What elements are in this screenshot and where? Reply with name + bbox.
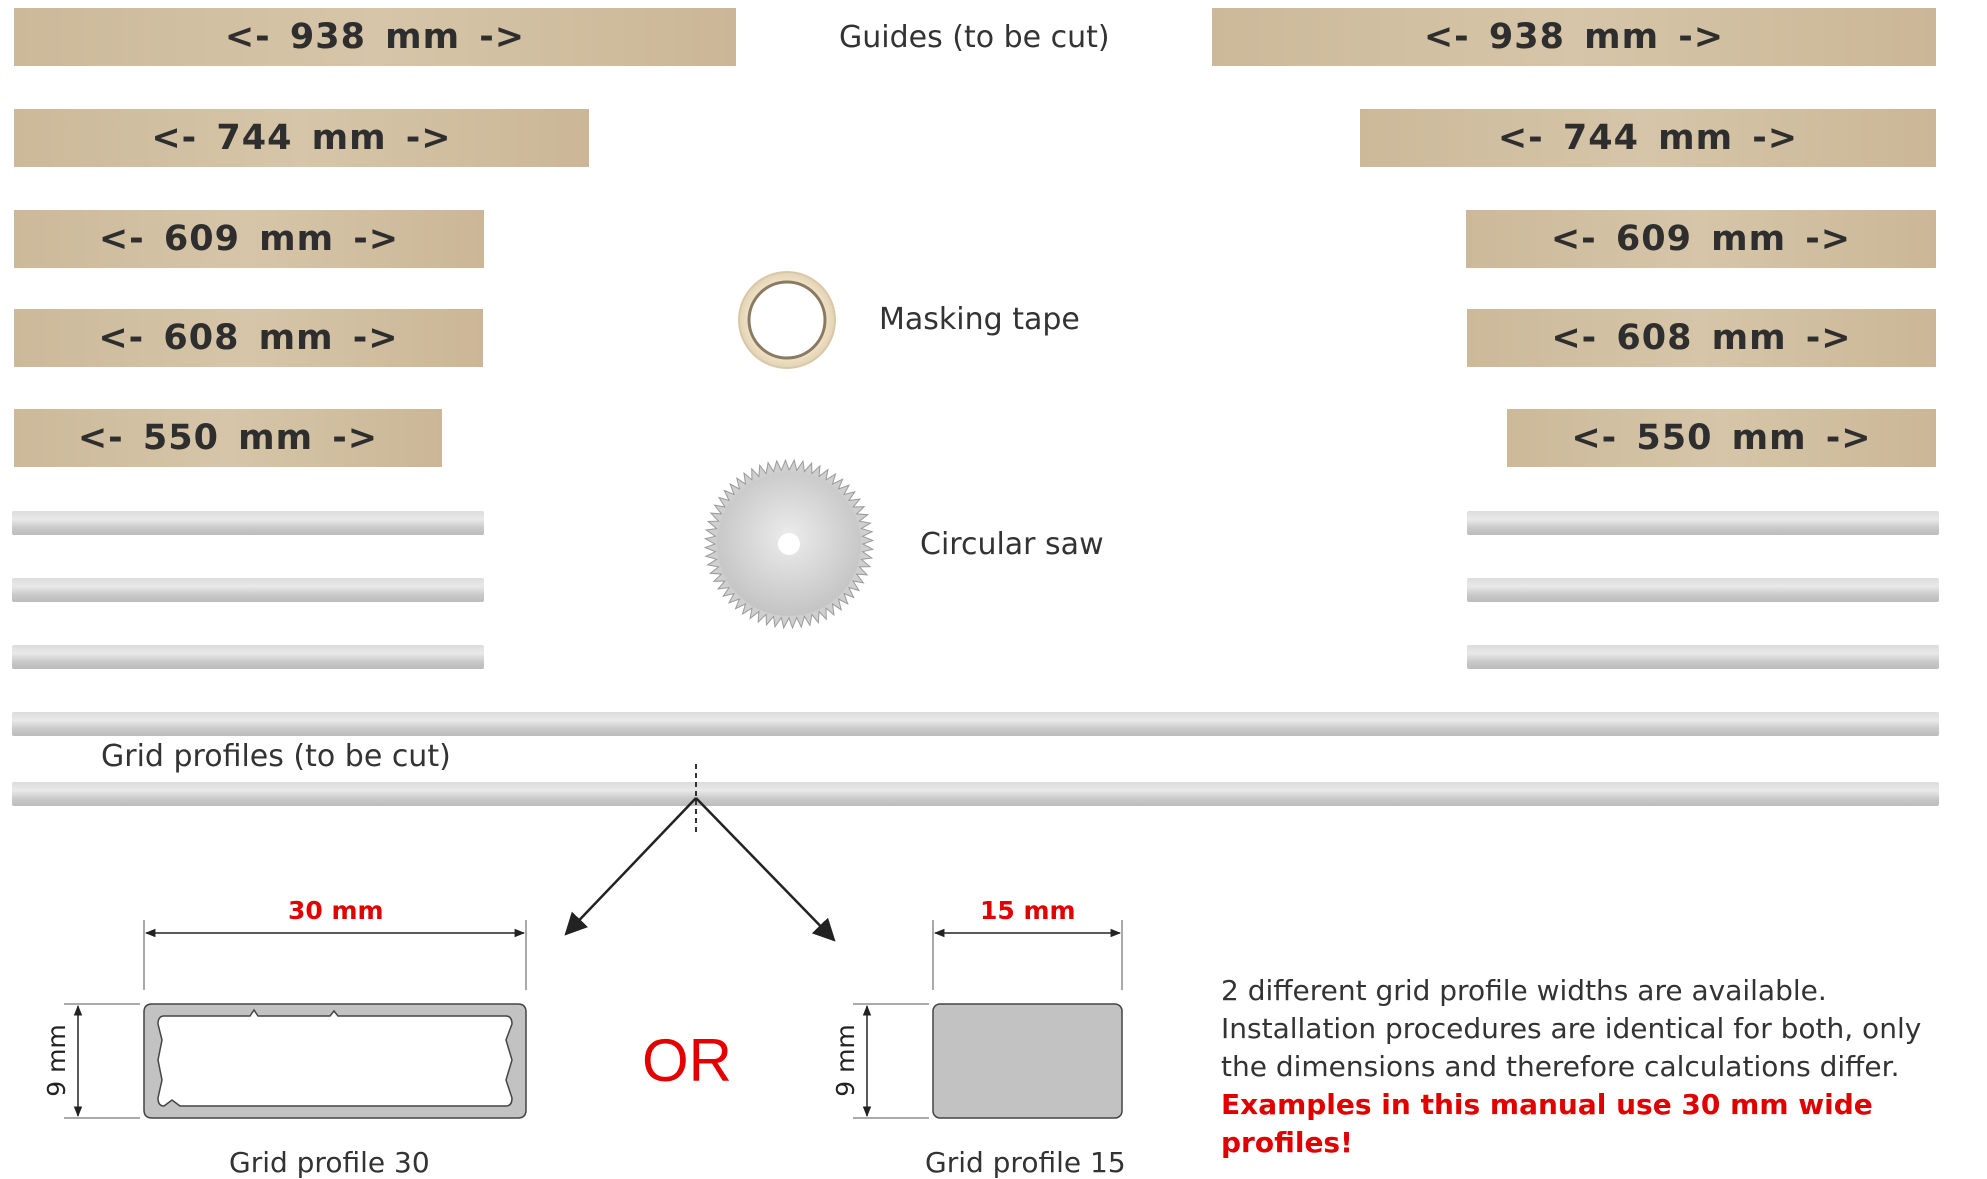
profile-30-caption: Grid profile 30: [229, 1146, 430, 1179]
grid-profile-bar: [1467, 511, 1939, 535]
guide-right-550: <- 550 mm ->: [1507, 409, 1936, 467]
profile-note: 2 different grid profile widths are avai…: [1221, 972, 1981, 1162]
guide-label: <- 608 mm ->: [1551, 318, 1852, 358]
circular-saw-icon: [703, 458, 875, 630]
guide-left-550: <- 550 mm ->: [14, 409, 442, 467]
grid-profile-long-bar: [12, 782, 1939, 806]
masking-tape-label: Masking tape: [879, 302, 1080, 337]
arrow-to-profile-30: [564, 797, 697, 936]
grid-profile-bar: [12, 511, 484, 535]
profile-30-width-label: 30 mm: [288, 896, 384, 925]
grid-profile-bar: [12, 578, 484, 602]
profile-15-width-label: 15 mm: [980, 896, 1076, 925]
guide-label: <- 550 mm ->: [1571, 418, 1872, 458]
arrow-to-profile-15: [695, 797, 836, 942]
grid-profile-long-bar: [12, 712, 1939, 736]
grid-profile-bar: [12, 645, 484, 669]
guide-label: <- 608 mm ->: [98, 318, 399, 358]
guide-left-608: <- 608 mm ->: [14, 309, 483, 367]
note-line: Installation procedures are identical fo…: [1221, 1012, 1922, 1045]
grid-profile-bar: [1467, 578, 1939, 602]
or-separator: OR: [642, 1027, 732, 1094]
grid-profiles-title: Grid profiles (to be cut): [101, 739, 451, 774]
grid-profile-bar: [1467, 645, 1939, 669]
guide-label: <- 938 mm ->: [224, 17, 526, 57]
guides-title: Guides (to be cut): [839, 20, 1110, 55]
guide-left-744: <- 744 mm ->: [14, 109, 589, 167]
profile-15-caption: Grid profile 15: [925, 1146, 1126, 1179]
guide-left-938: <- 938 mm ->: [14, 8, 736, 66]
guide-label: <- 609 mm ->: [1550, 219, 1852, 259]
note-warning: Examples in this manual use 30 mm wide p…: [1221, 1088, 1873, 1159]
profile-30-height-label: 9 mm: [41, 1024, 71, 1097]
masking-tape-icon: [738, 271, 836, 369]
note-line: the dimensions and therefore calculation…: [1221, 1050, 1900, 1083]
circular-saw-label: Circular saw: [920, 527, 1104, 562]
guide-label: <- 744 mm ->: [1497, 118, 1799, 158]
profile-30-cross-section: [64, 920, 527, 1119]
guide-label: <- 609 mm ->: [98, 219, 400, 259]
guide-label: <- 744 mm ->: [151, 118, 452, 158]
guide-right-744: <- 744 mm ->: [1360, 109, 1936, 167]
profile-15-height-label: 9 mm: [830, 1024, 860, 1097]
note-line: 2 different grid profile widths are avai…: [1221, 974, 1827, 1007]
guide-left-609: <- 609 mm ->: [14, 210, 484, 268]
guide-label: <- 938 mm ->: [1423, 17, 1725, 57]
guide-label: <- 550 mm ->: [77, 418, 379, 458]
profile-15-cross-section: [853, 920, 1123, 1119]
guide-right-609: <- 609 mm ->: [1466, 210, 1936, 268]
guide-right-938: <- 938 mm ->: [1212, 8, 1936, 66]
guide-right-608: <- 608 mm ->: [1467, 309, 1936, 367]
